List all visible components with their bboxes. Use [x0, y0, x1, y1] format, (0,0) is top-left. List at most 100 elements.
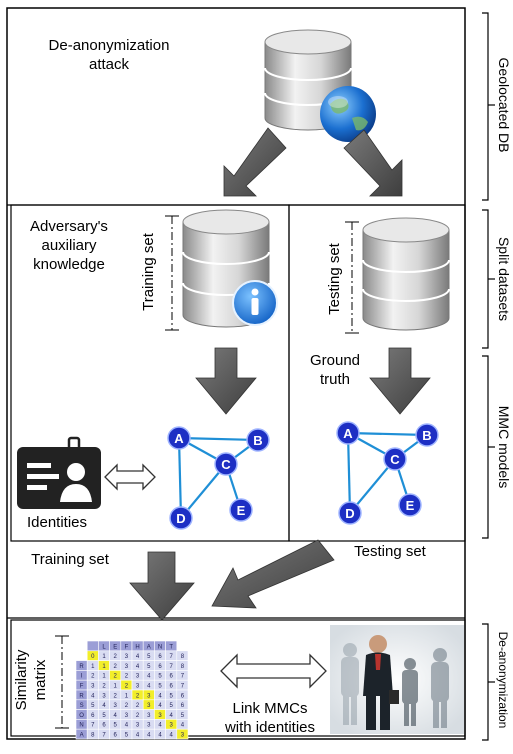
training-bracket	[165, 215, 179, 331]
matrix-col-header-label: A	[147, 644, 151, 650]
matrix-cell-label: 4	[181, 723, 185, 729]
matrix-cell-label: 4	[170, 733, 174, 739]
matrix-cell-label: 5	[147, 654, 151, 660]
matrix-cell-label: 4	[125, 723, 129, 729]
identities-label: Identities	[27, 514, 87, 531]
adversary-line3: knowledge	[33, 256, 105, 273]
matrix-cell-label: 4	[147, 684, 151, 690]
matrix-cell-label: 2	[91, 674, 95, 680]
matrix-cell-label: 1	[114, 684, 118, 690]
matrix-cell-label: 2	[136, 693, 140, 699]
matrix-cell-label: 5	[158, 674, 162, 680]
matrix-cell-label: 6	[114, 733, 118, 739]
matrix-cell-label: 2	[125, 703, 129, 709]
matrix-cell-label: 6	[91, 713, 95, 719]
section-label-split-datasets: Split datasets	[496, 237, 512, 321]
matrix-cell-label: 4	[136, 654, 140, 660]
graph-node-d	[169, 506, 193, 530]
right-panel-box	[288, 204, 466, 542]
matrix-cell-label: 8	[181, 654, 185, 660]
arrow-lower-testing	[211, 539, 335, 609]
matrix-cell-label: 2	[114, 654, 118, 660]
matrix-row-header-label: N	[79, 723, 83, 729]
matrix-cell-label: 4	[147, 674, 151, 680]
graph-node-a	[167, 426, 191, 450]
matrix-col-header-label: H	[135, 644, 139, 650]
matrix-cell-label: 4	[170, 713, 174, 719]
graph-node-label: B	[253, 433, 262, 448]
lower-testing-set-label: Testing set	[354, 543, 427, 560]
matrix-cell-label: 3	[136, 723, 140, 729]
matrix-cell-label: 6	[181, 703, 185, 709]
matrix-cell-label: 3	[102, 693, 106, 699]
matrix-cell-label: 6	[170, 674, 174, 680]
identity-card-icon	[17, 436, 101, 509]
matrix-cell-label: 6	[158, 654, 162, 660]
matrix-cell-label: 3	[147, 723, 151, 729]
matrix-cell-label: 4	[102, 703, 106, 709]
similarity-line1: Similarity	[13, 649, 30, 710]
arrow-training-to-mmc	[195, 347, 257, 415]
matrix-cell-label: 4	[147, 733, 151, 739]
matrix-cell-label: 2	[125, 674, 129, 680]
matrix-cell-label: 4	[158, 723, 162, 729]
graph-node-b	[415, 423, 439, 447]
matrix-cell-label: 5	[91, 703, 95, 709]
matrix-cell-label: 7	[181, 674, 185, 680]
matrix-cell-label: 6	[158, 664, 162, 670]
matrix-row-header-label: O	[79, 713, 84, 719]
matrix-cell-label: 8	[91, 733, 95, 739]
matrix-cell-label: 4	[114, 713, 118, 719]
arrow-testing-to-mmc	[369, 347, 431, 415]
matrix-col-header-label: L	[102, 644, 106, 650]
matrix-cell-label: 5	[170, 693, 174, 699]
testing-database-icon	[362, 217, 450, 331]
ground-truth-line1: Ground	[310, 352, 360, 369]
matrix-cell-label: 1	[102, 674, 106, 680]
matrix-cell-label: 3	[125, 654, 129, 660]
matrix-cell-label: 2	[136, 713, 140, 719]
matrix-col-header-label: N	[158, 644, 162, 650]
graph-edge-AD	[346, 432, 352, 514]
matrix-cell-label: 2	[136, 703, 140, 709]
matrix-cell-label: 7	[181, 684, 185, 690]
adversary-line2: auxiliary	[41, 237, 97, 254]
matrix-cell-label: 1	[125, 693, 129, 699]
matrix-cell-label: 5	[181, 713, 185, 719]
matrix-cell	[176, 728, 189, 740]
testing-set-vertical-label: Testing set	[326, 242, 343, 315]
graph-node-label: A	[174, 431, 184, 446]
matrix-cell-label: 2	[102, 684, 106, 690]
matrix-cell-label: 5	[147, 664, 151, 670]
similarity-line2: matrix	[32, 659, 49, 700]
double-arrow-link	[220, 653, 327, 689]
graph-node-label: E	[406, 498, 415, 513]
training-set-vertical-label: Training set	[140, 232, 157, 311]
matrix-cell-label: 6	[170, 684, 174, 690]
matrix-cell-label: 3	[170, 723, 174, 729]
matrix-row-header-label: R	[79, 693, 84, 699]
section-label-de-anonymization: De-anonymization	[496, 632, 510, 729]
globe-icon	[320, 86, 376, 142]
arrow-db-to-training	[223, 127, 287, 197]
matrix-cell-label: 4	[136, 733, 140, 739]
matrix-row-header-label: S	[80, 703, 84, 709]
matrix-cell-label: 7	[91, 723, 95, 729]
adversary-line1: Adversary's	[30, 218, 108, 235]
link-line1: Link MMCs	[232, 700, 307, 717]
matrix-cell-label: 3	[147, 703, 151, 709]
similarity-bracket	[55, 635, 69, 729]
matrix-cell-label: 2	[114, 693, 118, 699]
matrix-cell-label: 4	[158, 733, 162, 739]
matrix-cell-label: 7	[170, 654, 174, 660]
info-icon	[232, 280, 278, 326]
matrix-cell-label: 7	[102, 733, 106, 739]
attack-title-line2: attack	[89, 56, 130, 73]
matrix-cell-label: 4	[158, 703, 162, 709]
matrix-cell-label: 3	[158, 713, 162, 719]
graph-node-label: B	[422, 428, 431, 443]
